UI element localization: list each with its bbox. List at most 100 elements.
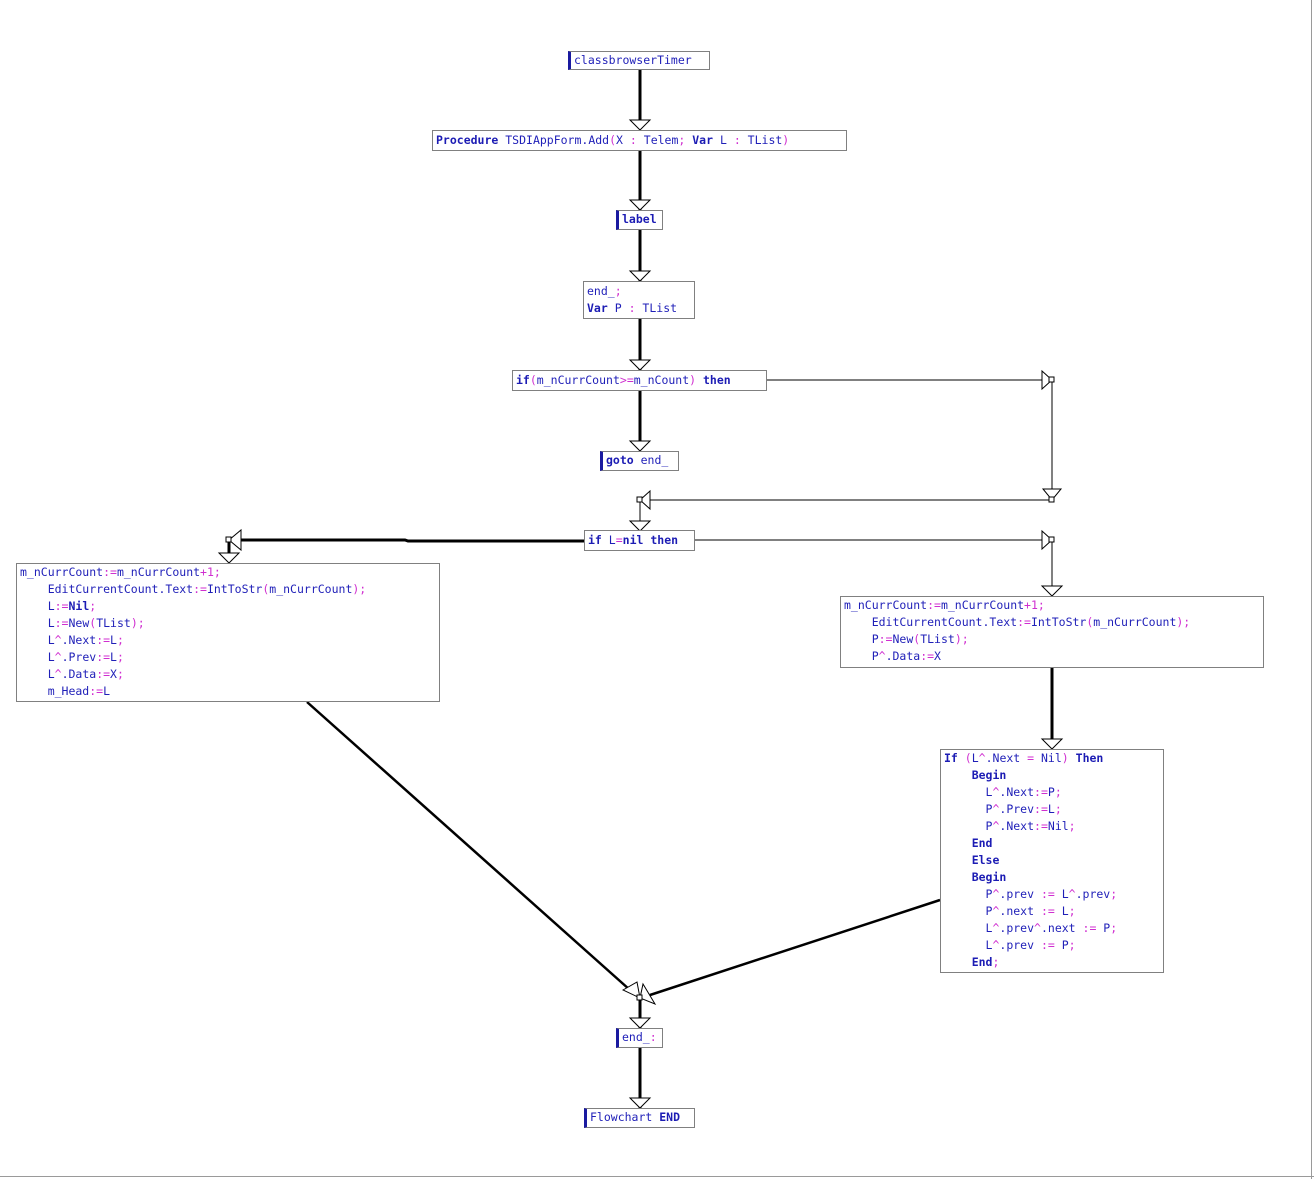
code-token: =	[1027, 751, 1035, 765]
code-token: :	[628, 301, 636, 315]
code-token: ;	[1054, 802, 1062, 816]
code-token: m_Head	[20, 684, 90, 698]
node-start[interactable]: classbrowserTimer	[568, 51, 710, 70]
code-token: =	[615, 533, 623, 547]
code-token: P	[944, 819, 993, 833]
code-token: ;	[116, 633, 124, 647]
code-token: Var	[685, 133, 714, 147]
code-token: L	[110, 633, 117, 647]
code-token: .prev	[999, 921, 1035, 935]
code-token: ;	[1110, 921, 1118, 935]
node-if-count[interactable]: if(m_nCurrCount>=m_nCount) then	[512, 370, 767, 391]
node-block-right[interactable]: m_nCurrCount:=m_nCurrCount+1; EditCurren…	[840, 596, 1264, 668]
code-token: TList	[635, 301, 678, 315]
code-token: .Data	[61, 667, 97, 681]
code-token: ^	[992, 887, 1000, 901]
code-token: end_	[633, 453, 669, 467]
code-token: m_nCurrCount	[844, 598, 928, 612]
code-token: .Prev	[61, 650, 97, 664]
code-line: classbrowserTimer	[574, 52, 706, 69]
code-token: L	[944, 785, 993, 799]
code-token: EditCurrentCount.Text	[20, 582, 194, 596]
code-line: Else	[944, 852, 1160, 869]
code-token: (	[609, 133, 617, 147]
node-label[interactable]: label	[616, 210, 663, 230]
view-border-right	[1311, 0, 1312, 1179]
code-token: if	[516, 373, 530, 387]
code-token: End	[944, 836, 993, 850]
arrowhead-down	[1041, 488, 1063, 501]
code-line: L^.Next:=P;	[944, 784, 1160, 801]
code-token: ;	[992, 955, 1000, 969]
code-token: New	[68, 616, 90, 630]
code-line: End;	[944, 954, 1160, 971]
arrowhead-down	[628, 359, 652, 371]
code-token: ;	[1110, 887, 1118, 901]
arrowhead-down	[628, 199, 652, 211]
code-line: goto end_	[606, 452, 675, 469]
code-token: ^	[992, 938, 1000, 952]
junction-point	[1048, 496, 1055, 503]
code-token: X	[110, 667, 117, 681]
code-line: P^.Prev:=L;	[944, 801, 1160, 818]
arrowhead-merge	[639, 982, 657, 1006]
code-token: P	[844, 649, 879, 663]
code-line: End	[944, 835, 1160, 852]
code-token: L	[103, 684, 111, 698]
code-token: ^	[992, 819, 1000, 833]
code-token: :	[629, 133, 637, 147]
edge-leftblock-end	[306, 701, 631, 991]
code-token: Procedure	[436, 133, 506, 147]
code-line: if L=nil then	[588, 532, 691, 549]
node-procedure[interactable]: Procedure TSDIAppForm.Add(X : Telem; Var…	[432, 130, 847, 151]
node-flow-end[interactable]: Flowchart END	[584, 1108, 695, 1128]
code-token: L	[1054, 904, 1069, 918]
node-if-next[interactable]: If (L^.Next = Nil) Then Begin L^.Next:=P…	[940, 749, 1164, 973]
code-token: TList	[920, 632, 955, 646]
code-token: ^	[978, 751, 986, 765]
code-token: .prev	[1075, 887, 1111, 901]
code-token: +	[200, 565, 207, 579]
code-token: Else	[944, 853, 1000, 867]
code-token: ^	[54, 633, 62, 647]
code-line: L^.prev := P;	[944, 937, 1160, 954]
node-end-label[interactable]: end_:	[616, 1028, 663, 1048]
code-token: end_	[587, 284, 615, 298]
code-token: L	[971, 751, 979, 765]
code-token: :=	[878, 632, 893, 646]
code-token: );	[954, 632, 969, 646]
code-token: ^	[878, 649, 886, 663]
code-token: m_nCount	[633, 373, 690, 387]
arrowhead-left	[228, 528, 242, 552]
arrowhead-down	[628, 1017, 652, 1029]
code-token: L	[713, 133, 734, 147]
code-token: ;	[1037, 598, 1045, 612]
code-token: :=	[96, 667, 111, 681]
junction-point	[1048, 376, 1055, 383]
code-token: :=	[54, 599, 69, 613]
arrowhead-left	[639, 489, 651, 511]
node-block-left[interactable]: m_nCurrCount:=m_nCurrCount+1; EditCurren…	[16, 563, 440, 702]
code-line: Flowchart END	[590, 1109, 691, 1126]
code-line: Begin	[944, 869, 1160, 886]
code-token: .Prev	[999, 802, 1035, 816]
code-token: IntToStr	[206, 582, 263, 596]
code-token: :=	[1034, 802, 1048, 816]
code-token: ;	[89, 599, 97, 613]
code-token: );	[130, 616, 145, 630]
code-token: L	[20, 633, 55, 647]
node-var-decl[interactable]: end_;Var P : TList	[583, 281, 695, 319]
node-goto-end[interactable]: goto end_	[600, 451, 679, 471]
code-line: P^.Data:=X	[844, 648, 1260, 665]
code-token: P	[944, 802, 993, 816]
code-token: :=	[193, 582, 207, 596]
node-if-nil[interactable]: if L=nil then	[584, 530, 695, 551]
code-token: );	[352, 582, 367, 596]
code-token: L	[20, 667, 55, 681]
code-line: L^.Next:=L;	[20, 632, 436, 649]
code-line: L:=Nil;	[20, 598, 436, 615]
arrowhead-merge	[621, 981, 641, 999]
code-token: ;	[678, 133, 686, 147]
code-token: )	[689, 373, 697, 387]
